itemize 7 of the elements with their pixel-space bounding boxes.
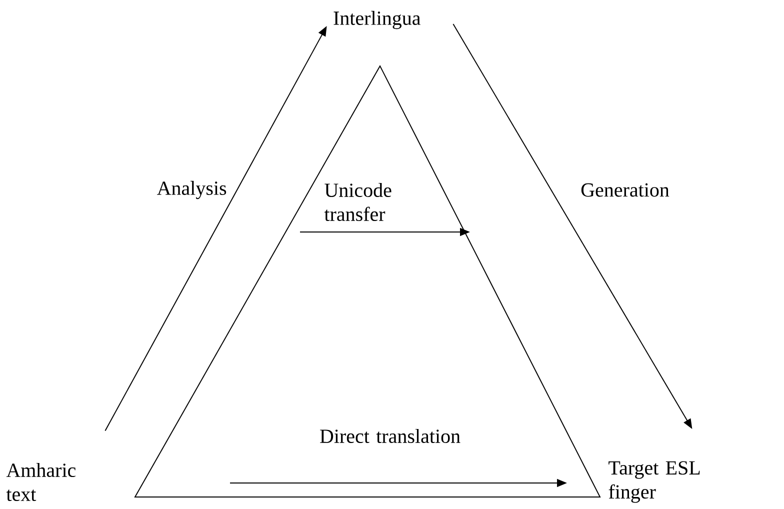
node-label: Interlingua: [334, 10, 420, 30]
node-label: Target ESL finger: [608, 461, 700, 503]
node-label: Amharic text: [6, 462, 76, 502]
edge-label: Generation: [581, 183, 670, 197]
text-label: Unicode transfer: [324, 182, 392, 222]
edge-label: Analysis: [157, 180, 226, 200]
text-label: Direct translation: [320, 428, 460, 444]
